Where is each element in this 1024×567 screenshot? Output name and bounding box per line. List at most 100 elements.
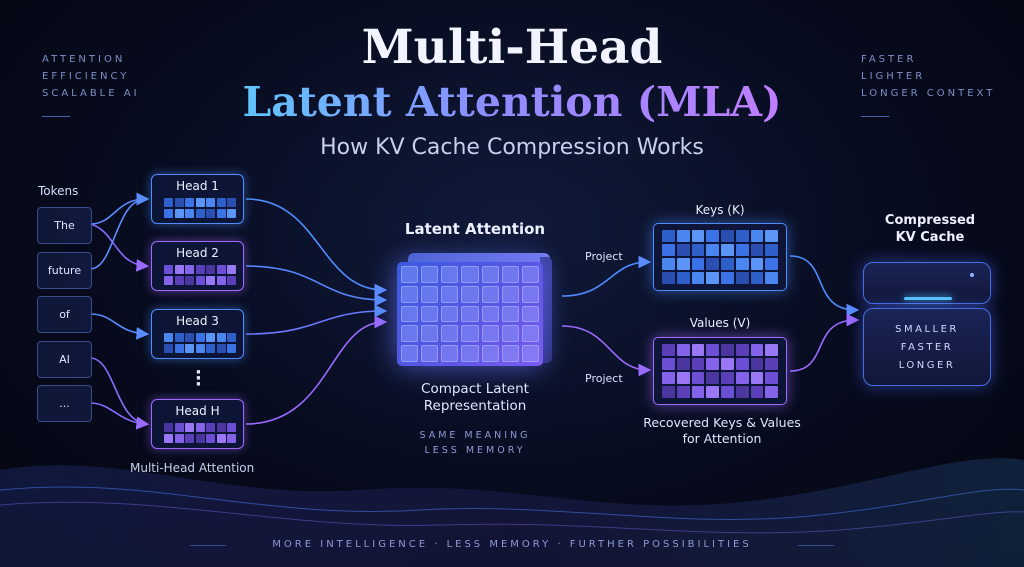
attention-head: Head 3 xyxy=(151,309,244,359)
value-cell xyxy=(765,344,778,356)
key-cell xyxy=(750,272,764,284)
head-cell xyxy=(227,343,236,353)
head-cell xyxy=(164,433,173,443)
token-box: ... xyxy=(37,385,92,422)
token-box: future xyxy=(37,252,92,289)
latent-cell xyxy=(421,285,439,303)
head-latent-connector xyxy=(245,265,388,307)
left-tag: SCALABLE AI xyxy=(42,88,140,99)
value-cell xyxy=(706,372,719,384)
key-cell xyxy=(691,244,705,256)
latent-cell xyxy=(481,325,499,343)
head-cell xyxy=(164,343,173,353)
latent-cell xyxy=(501,345,519,362)
head-cell xyxy=(206,208,215,218)
footer-rule-left xyxy=(190,545,226,546)
attention-head: Head 2 xyxy=(151,241,244,291)
values-matrix xyxy=(653,337,787,405)
head-cell xyxy=(216,433,226,443)
head-cell xyxy=(195,333,205,342)
head-cell xyxy=(216,208,226,218)
head-cell xyxy=(174,433,184,443)
token-head-connector xyxy=(89,402,150,430)
head-cell xyxy=(195,198,205,207)
latent-cell xyxy=(461,305,479,323)
latent-cell xyxy=(481,285,499,303)
token-head-connector xyxy=(89,192,150,270)
latent-cell xyxy=(521,305,539,323)
latent-cell xyxy=(401,345,419,362)
head-cell xyxy=(216,265,226,274)
latent-cell xyxy=(441,325,459,343)
head-cell xyxy=(195,423,205,432)
value-cell xyxy=(750,358,764,370)
key-cell xyxy=(706,230,719,242)
head-cell xyxy=(195,275,205,285)
latent-cell xyxy=(521,266,539,283)
key-cell xyxy=(765,258,778,270)
value-cell xyxy=(706,386,719,398)
token-box: The xyxy=(37,207,92,244)
latent-cell xyxy=(521,345,539,362)
latent-cell xyxy=(481,305,499,323)
value-cell xyxy=(691,372,705,384)
head-cells xyxy=(164,198,236,218)
cache-lines: SMALLER FASTER LONGER xyxy=(863,321,991,375)
left-tag-rule xyxy=(42,116,70,117)
latent-cell xyxy=(501,325,519,343)
head-cell xyxy=(216,423,226,432)
footer-tagline: MORE INTELLIGENCE · LESS MEMORY · FURTHE… xyxy=(272,539,752,550)
key-cell xyxy=(706,272,719,284)
head-cell xyxy=(216,275,226,285)
head-cell xyxy=(195,208,205,218)
token-box: AI xyxy=(37,341,92,378)
recovered-caption: Recovered Keys & Values for Attention xyxy=(622,415,822,447)
subtitle: How KV Cache Compression Works xyxy=(320,135,704,160)
latent-cell xyxy=(401,285,419,303)
latent-cell xyxy=(521,325,539,343)
key-cell xyxy=(721,230,734,242)
value-cell xyxy=(735,372,749,384)
key-cell xyxy=(765,244,778,256)
head-cell xyxy=(227,423,236,432)
key-cell xyxy=(676,272,690,284)
latent-cell xyxy=(421,305,439,323)
latent-caption-line: Representation xyxy=(423,398,527,414)
head-cell xyxy=(185,423,194,432)
head-cell xyxy=(206,433,215,443)
head-cell xyxy=(174,198,184,207)
cache-indicator-dot xyxy=(970,273,974,277)
right-tag: LIGHTER xyxy=(861,71,926,82)
values-cache-connector xyxy=(789,313,860,372)
head-label: Head 3 xyxy=(176,314,219,328)
head-cell xyxy=(174,333,184,342)
key-cell xyxy=(735,258,749,270)
multi-head-attention-caption: Multi-Head Attention xyxy=(130,461,255,475)
head-cell xyxy=(164,275,173,285)
keys-cache-connector xyxy=(789,255,860,317)
keys-title: Keys (K) xyxy=(695,203,745,217)
head-label: Head 2 xyxy=(176,246,219,260)
cache-drum-top xyxy=(863,262,991,304)
latent-values-connector xyxy=(561,325,652,377)
recovered-caption-line: for Attention xyxy=(682,431,762,446)
token-head-connector xyxy=(89,192,150,225)
cache-title-line: KV Cache xyxy=(895,230,965,245)
latent-cell xyxy=(401,305,419,323)
head-cell xyxy=(174,265,184,274)
right-tag-list: FASTER LIGHTER LONGER CONTEXT xyxy=(861,51,995,117)
cache-title: Compressed KV Cache xyxy=(865,212,995,246)
latent-cell xyxy=(401,325,419,343)
key-cell xyxy=(706,244,719,256)
head-cell xyxy=(206,265,215,274)
value-cell xyxy=(691,358,705,370)
value-cell xyxy=(735,358,749,370)
head-cell xyxy=(164,265,173,274)
value-cell xyxy=(662,358,675,370)
head-cell xyxy=(185,343,194,353)
head-cell xyxy=(227,208,236,218)
left-tag: EFFICIENCY xyxy=(42,71,130,82)
head-cell xyxy=(227,333,236,342)
value-cell xyxy=(721,358,734,370)
token-head-connector xyxy=(89,223,150,272)
